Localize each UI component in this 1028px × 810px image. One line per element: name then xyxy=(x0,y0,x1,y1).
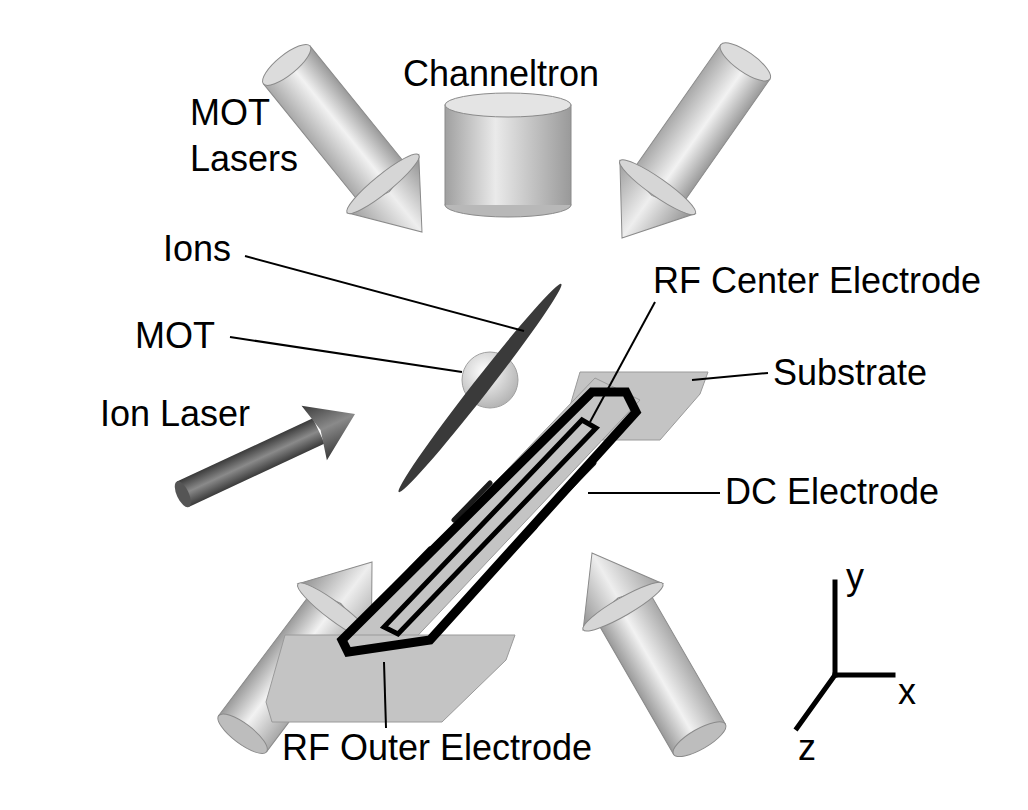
part-label: MOT xyxy=(135,314,215,358)
rf-outer-electrode xyxy=(342,392,636,652)
axis-triad xyxy=(797,582,893,728)
rf-center-electrode xyxy=(384,420,596,634)
substrate xyxy=(266,372,708,722)
part-label: RF Outer Electrode xyxy=(282,726,592,770)
part-label: RF Center Electrode xyxy=(653,259,981,303)
axis-label: x xyxy=(898,670,916,714)
leader-line xyxy=(230,256,768,728)
axis-label: z xyxy=(798,726,816,770)
beam-label: Ion Laser xyxy=(100,392,250,436)
axis-label: y xyxy=(846,555,864,599)
part-label: DC Electrode xyxy=(725,470,939,514)
beam-label: MOT Lasers xyxy=(190,90,320,182)
part-label: Channeltron xyxy=(403,52,599,96)
mot-laser-beam xyxy=(584,27,788,264)
part-label: Substrate xyxy=(773,351,927,395)
ion-crystal xyxy=(392,279,567,497)
channeltron-detector xyxy=(445,93,571,217)
part-label: Ions xyxy=(163,227,231,271)
